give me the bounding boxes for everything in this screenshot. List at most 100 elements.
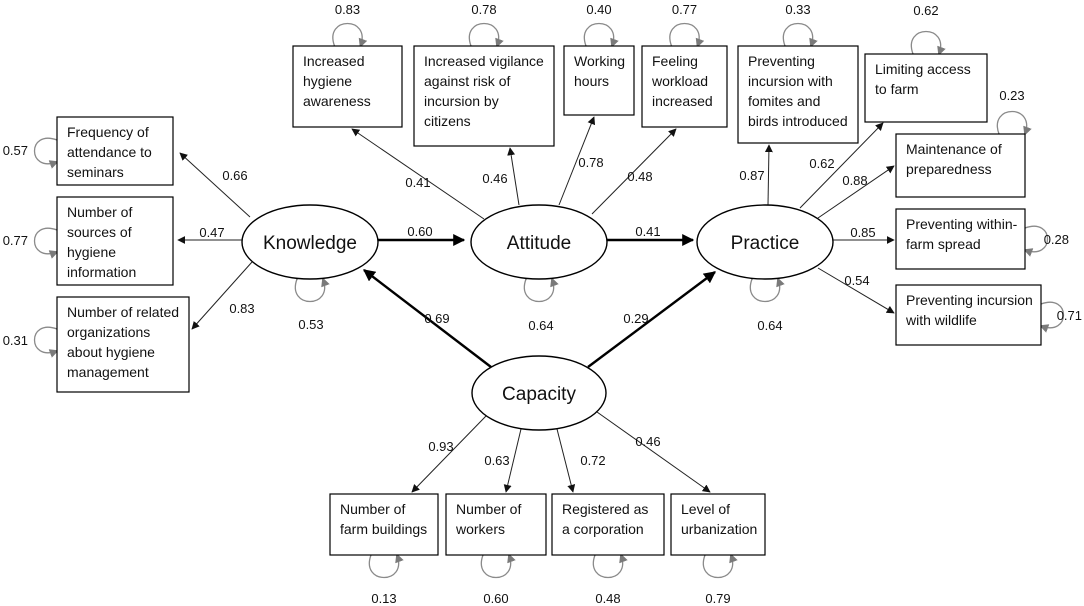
indicator-knowledge-2-label-line: sources of [67,224,132,240]
error-loop-attitude-3 [583,23,619,55]
error-practice-5-value: 0.71 [1057,308,1082,323]
indicator-knowledge-1-box [56,116,174,186]
error-loop-knowledge-1 [34,137,66,169]
indicator-attitude-2-label-line: against risk of [424,73,510,89]
indicator-attitude-2-label-line: Increased vigilance [424,53,544,69]
latent-attitude-ellipse [470,204,608,280]
loading-attitude-1-value: 0.41 [405,175,430,190]
loading-capacity-4 [596,411,711,493]
error-loop-capacity-4 [702,546,738,578]
indicator-practice-2-box [864,53,988,123]
path-capacity-knowledge [363,269,492,368]
indicator-practice-1-label-line: birds introduced [748,113,848,129]
loading-knowledge-2-value: 0.47 [199,225,224,240]
latent-attitude-label: Attitude [507,233,571,254]
loading-capacity-2 [503,428,522,493]
indicator-practice-2-label-line: Limiting access [875,61,971,77]
error-loop-attitude-2 [468,23,504,55]
indicator-knowledge-1-label-line: attendance to [67,144,152,160]
loading-capacity-1 [411,415,487,493]
error-attitude-value: 0.64 [528,318,553,333]
loading-practice-1 [764,144,773,206]
latent-knowledge-label: Knowledge [263,233,357,254]
loading-capacity-3 [556,428,576,493]
loading-practice-1-value: 0.87 [739,168,764,183]
indicator-practice-3-label-line: Maintenance of [906,141,1002,157]
latent-capacity-label: Capacity [502,384,576,405]
indicator-attitude-3-label-line: Working [574,53,625,69]
error-knowledge-3-value: 0.31 [3,333,28,348]
loading-capacity-2-value: 0.63 [484,453,509,468]
coef-attitude-practice: 0.41 [635,224,660,239]
indicator-capacity-3-box [551,493,665,556]
indicator-capacity-1-label-line: farm buildings [340,521,427,537]
error-knowledge-1-value: 0.57 [3,143,28,158]
loading-knowledge-3 [191,261,253,330]
error-loop-attitude-1 [332,23,368,55]
loading-practice-3 [817,165,895,219]
indicator-capacity-1-label-line: Number of [340,501,405,517]
loading-practice-2-value: 0.62 [809,156,834,171]
indicator-attitude-4-box [641,45,728,128]
indicator-practice-3-box [895,133,1026,198]
indicator-practice-4-label-line: farm spread [906,236,981,252]
indicator-attitude-3-label-line: hours [574,73,609,89]
latent-practice-label: Practice [731,233,800,254]
error-attitude-1-value: 0.83 [335,2,360,17]
path-capacity-practice [587,271,716,368]
coef-capacity-knowledge: 0.69 [424,311,449,326]
indicator-capacity-2-box [445,493,547,556]
indicator-knowledge-3-box [56,296,190,393]
indicator-knowledge-3-label-line: management [67,364,149,380]
loading-knowledge-1 [179,152,251,218]
error-attitude-4-value: 0.77 [672,2,697,17]
error-loop-practice-5 [1032,301,1064,333]
error-practice-1-value: 0.33 [785,2,810,17]
indicator-attitude-3-box [563,45,635,116]
error-loop-capacity-2 [480,546,516,578]
error-attitude-3-value: 0.40 [586,2,611,17]
error-practice-2-value: 0.62 [913,3,938,18]
error-loop-practice-4 [1016,225,1048,257]
indicator-knowledge-2-label-line: Number of [67,204,132,220]
error-knowledge-value: 0.53 [298,317,323,332]
loading-practice-3-value: 0.88 [842,173,867,188]
loading-capacity-4-value: 0.46 [635,434,660,449]
loading-attitude-2 [507,147,520,206]
indicator-capacity-2-label-line: Number of [456,501,521,517]
indicator-capacity-4-label-line: Level of [681,501,730,517]
indicator-practice-5-box [895,284,1042,346]
loading-practice-2 [799,122,884,209]
indicator-attitude-4-label-line: increased [652,93,713,109]
error-loop-capacity-3 [592,546,628,578]
indicator-practice-1-label-line: fomites and [748,93,820,109]
indicator-knowledge-2-label-line: information [67,264,136,280]
error-loop-knowledge-2 [34,227,66,259]
error-loops [34,23,1064,578]
error-loop-practice-1 [782,23,818,55]
error-capacity-4-value: 0.79 [705,591,730,606]
error-loop-knowledge-3 [34,326,66,358]
indicator-attitude-1-label-line: awareness [303,93,371,109]
error-capacity-3-value: 0.48 [595,591,620,606]
indicator-practice-1-label-line: incursion with [748,73,833,89]
loading-attitude-1 [351,128,485,220]
indicator-capacity-3-label-line: a corporation [562,521,644,537]
indicator-practice-5-label-line: Preventing incursion [906,292,1033,308]
indicator-attitude-4-label-line: Feeling [652,53,698,69]
indicator-knowledge-1-label-line: Frequency of [67,124,149,140]
indicator-practice-1-label-line: Preventing [748,53,815,69]
indicator-knowledge-3-label-line: Number of related [67,304,179,320]
latent-capacity-ellipse [471,355,607,431]
indicator-practice-5-label-line: with wildlife [905,312,977,328]
indicator-capacity-3-label-line: Registered as [562,501,648,517]
loading-attitude-4-value: 0.48 [627,169,652,184]
error-practice-4-value: 0.28 [1044,232,1069,247]
coef-knowledge-attitude: 0.60 [407,224,432,239]
indicator-attitude-1-box [292,45,403,128]
latent-practice-ellipse [696,204,834,280]
loading-attitude-2-value: 0.46 [482,171,507,186]
